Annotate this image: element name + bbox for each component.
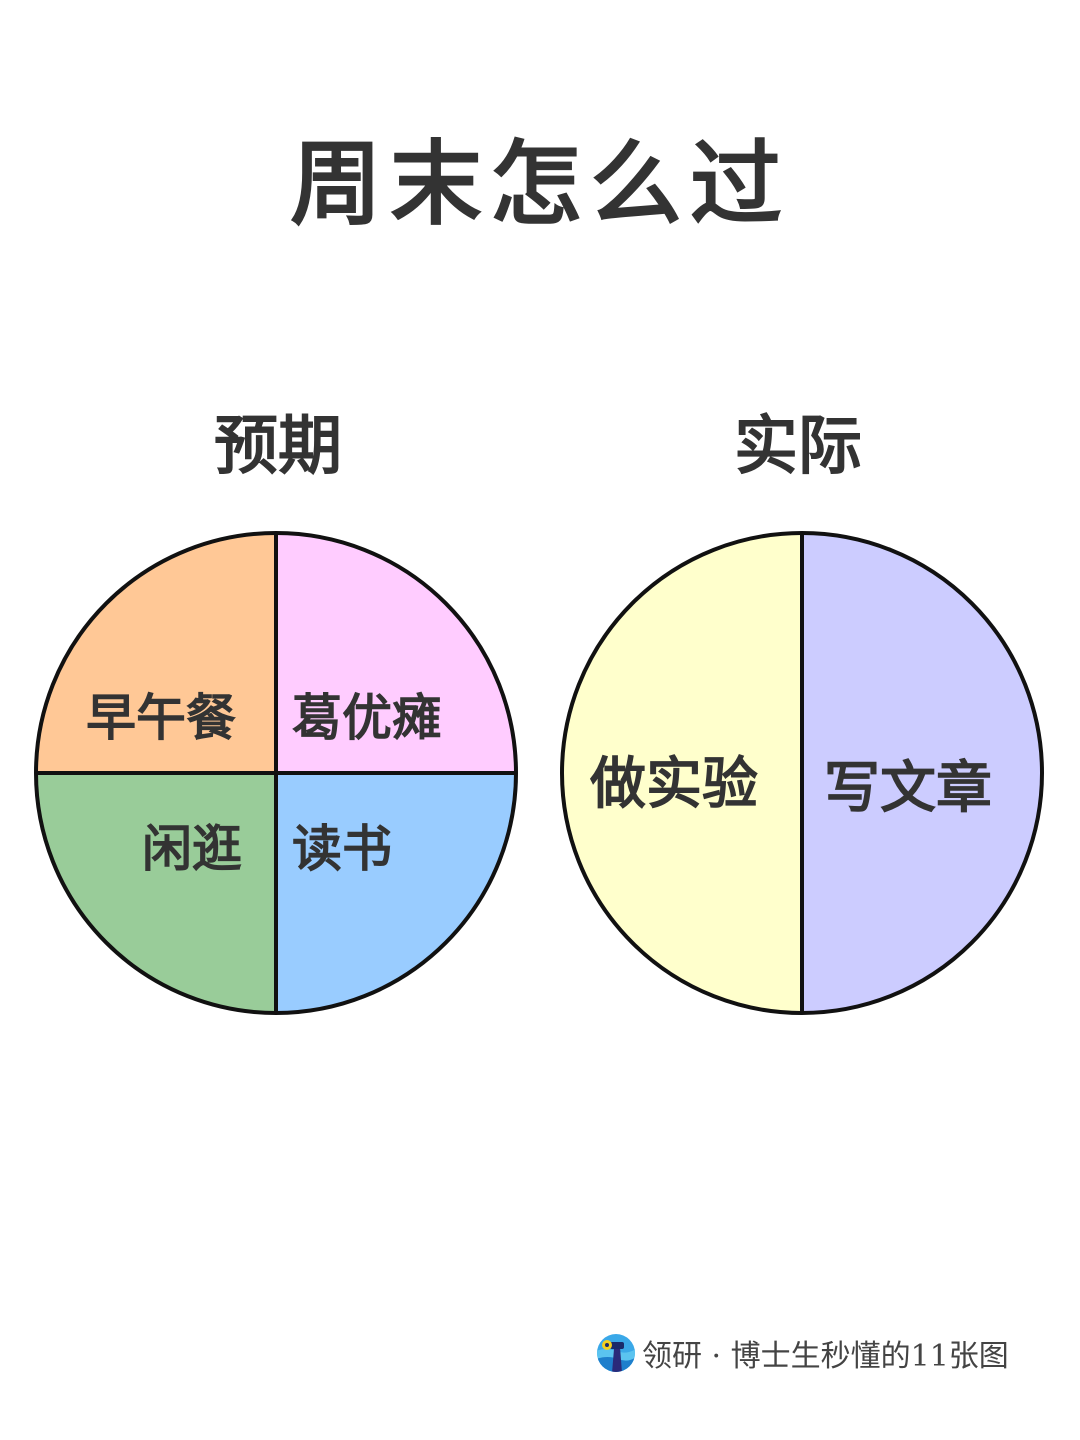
label-brunch: 早午餐: [86, 689, 236, 747]
footer-text: 领研 · 博士生秒懂的11张图: [642, 1339, 1009, 1374]
actual-chart-title: 实际: [734, 410, 862, 484]
label-writing: 写文章: [824, 756, 992, 821]
expected-pie-chart: 早午餐 葛优瘫 闲逛 读书: [34, 531, 518, 1015]
page-title: 周末怎么过: [289, 131, 790, 238]
label-experiments: 做实验: [590, 752, 758, 817]
footer-watermark: 领研 · 博士生秒懂的11张图: [596, 1332, 1009, 1374]
label-strolling: 闲逛: [142, 820, 242, 878]
slice-experiments: [562, 533, 802, 1013]
expected-chart-title: 预期: [214, 410, 342, 484]
slice-brunch: [36, 533, 276, 773]
label-reading: 读书: [292, 820, 392, 878]
slice-writing: [802, 533, 1042, 1013]
slice-strolling: [36, 773, 276, 1013]
lingyan-logo-icon: [597, 1334, 635, 1372]
label-lounging: 葛优瘫: [292, 689, 442, 747]
slice-lounging: [276, 533, 516, 773]
slice-reading: [276, 773, 516, 1013]
actual-pie-chart: 做实验 写文章: [560, 531, 1046, 1015]
